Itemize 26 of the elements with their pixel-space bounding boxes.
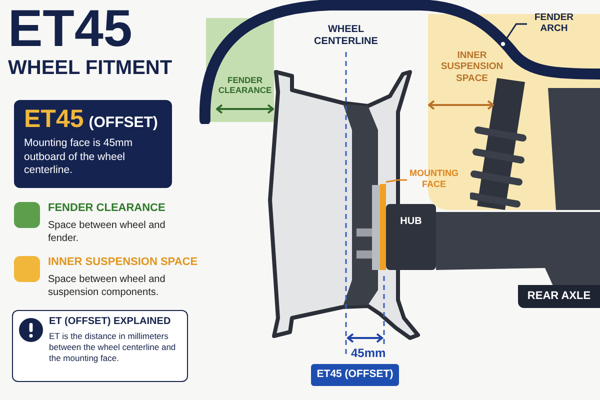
callout-label: FENDER ARCH xyxy=(528,12,580,35)
heading: (OFFSET) xyxy=(88,115,158,130)
title: ET45 WHEEL FITMENT xyxy=(8,2,174,80)
legend-description: Space between wheel and fender. xyxy=(48,218,166,245)
centerline-label: WHEEL CENTERLINE xyxy=(313,24,379,48)
zone-label: FENDER CLEARANCE xyxy=(217,76,273,96)
leader-line xyxy=(386,179,407,183)
description: ET is the distance in millimeters between the wheel centerline and the mounting face. xyxy=(49,330,177,364)
hub-block xyxy=(386,204,436,270)
legend-label: FENDER CLEARANCE xyxy=(48,202,166,216)
axle-tag: REAR AXLE xyxy=(518,285,600,308)
mounting-face-plate xyxy=(380,184,386,270)
fender-arch xyxy=(198,0,600,124)
info-card xyxy=(14,100,172,188)
zone-label: INNER SUSPENSION SPACE xyxy=(440,50,504,84)
heading: ET (OFFSET) EXPLAINED xyxy=(49,316,172,328)
leader-line xyxy=(500,23,527,47)
info-card xyxy=(12,310,188,382)
heading: ET45 xyxy=(24,107,84,132)
callout-label: MOUNTING FACE xyxy=(408,168,460,190)
hub-label: HUB xyxy=(400,215,422,229)
legend-label: INNER SUSPENSION SPACE xyxy=(48,256,198,270)
offset-tag: ET45 (OFFSET) xyxy=(311,364,399,386)
dimension-label: 45mm xyxy=(351,345,386,362)
legend-description: Space between wheel and suspension components. xyxy=(48,272,166,299)
description: Mounting face is 45mm outboard of the wheel centerline. xyxy=(24,137,134,178)
